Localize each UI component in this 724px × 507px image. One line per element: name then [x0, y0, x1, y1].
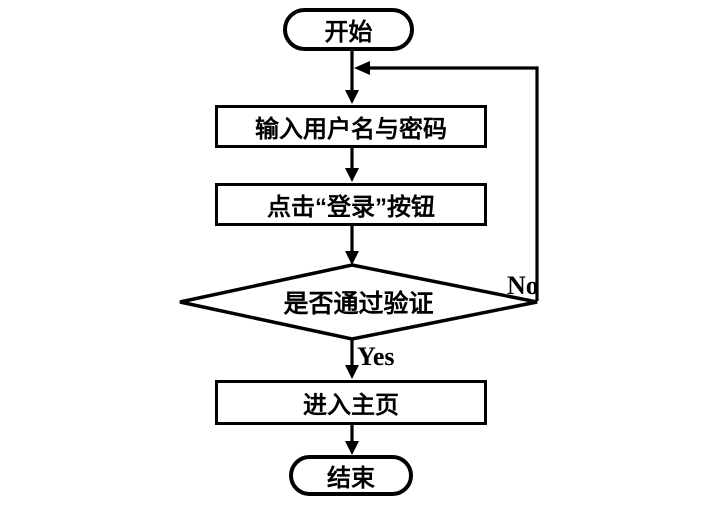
decision-node: 是否通过验证 [180, 265, 537, 339]
input-credentials-label: 输入用户名与密码 [255, 116, 447, 143]
no-edge-label: No [507, 271, 539, 300]
arrowhead-into-home [345, 365, 359, 379]
decision-node-label: 是否通过验证 [283, 290, 434, 318]
enter-home-label: 进入主页 [303, 392, 399, 419]
arrowhead-into-click [345, 168, 359, 182]
arrowhead-into-end [345, 441, 359, 455]
click-login-node: 点击“登录”按钮 [215, 183, 487, 226]
yes-edge-label: Yes [357, 342, 395, 371]
start-node: 开始 [283, 8, 414, 51]
enter-home-node: 进入主页 [215, 380, 487, 425]
arrowhead-into-decision [345, 251, 359, 265]
arrowhead-into-input [345, 90, 359, 104]
input-credentials-node: 输入用户名与密码 [215, 105, 487, 148]
click-login-label: 点击“登录”按钮 [267, 194, 435, 221]
start-node-label: 开始 [324, 19, 373, 46]
end-node-label: 结束 [327, 465, 375, 492]
arrowhead-no-merge [354, 61, 370, 75]
edge-no-loop [368, 66, 539, 301]
end-node: 结束 [289, 455, 413, 496]
